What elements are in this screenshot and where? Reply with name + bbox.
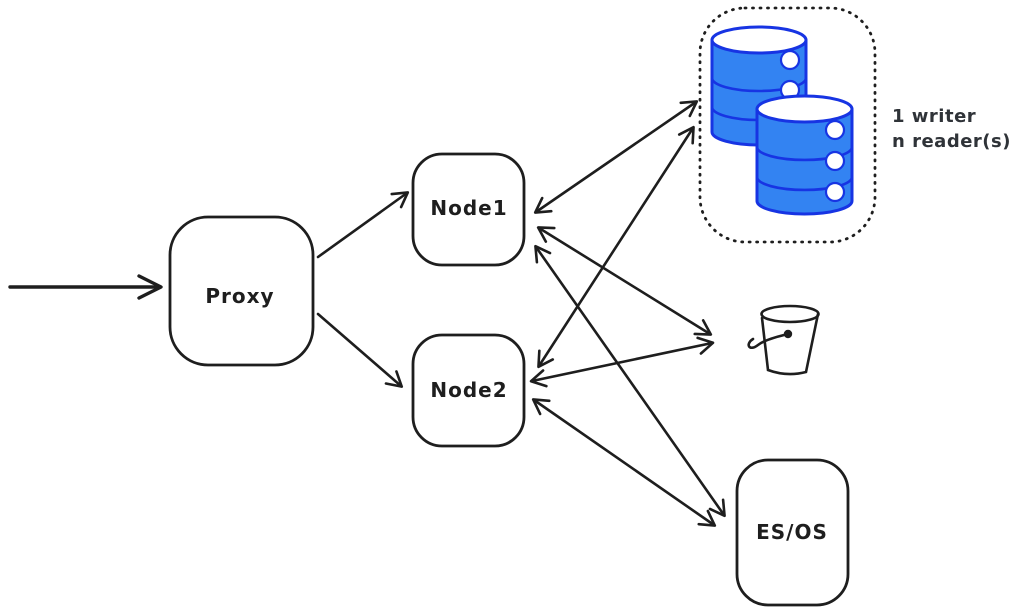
arrow-node1-esos <box>534 244 726 518</box>
node1-box <box>411 152 526 267</box>
db-annotation-line1: 1 writer <box>892 106 976 127</box>
arrow-proxy-to-node1 <box>316 191 410 259</box>
bucket-icon <box>734 286 844 396</box>
node2-label: Node2 <box>430 378 507 402</box>
node2-box <box>411 333 526 448</box>
node1: Node1 <box>411 152 526 267</box>
arrow-proxy-to-node2 <box>316 312 404 388</box>
db-cluster <box>698 6 877 244</box>
db-annotation: 1 writer n reader(s) <box>892 106 1011 152</box>
database-icon <box>755 94 854 216</box>
diagram-edges <box>8 100 726 527</box>
arrow-node2-esos <box>531 398 717 527</box>
bucket-handle-dot <box>783 329 793 339</box>
proxy-node: Proxy <box>168 215 315 367</box>
node1-label: Node1 <box>430 196 507 220</box>
node2: Node2 <box>411 333 526 448</box>
arrow-node1-bucket <box>536 226 713 336</box>
db-cluster-border <box>698 6 877 244</box>
arrow-node2-db <box>537 125 695 369</box>
arrow-node2-bucket <box>529 336 715 388</box>
esos-label: ES/OS <box>756 520 828 544</box>
arrow-node1-db <box>533 100 699 214</box>
esos-node: ES/OS <box>735 458 850 607</box>
proxy-label: Proxy <box>205 284 274 308</box>
db-annotation-line2: n reader(s) <box>892 131 1011 152</box>
proxy-box <box>168 215 315 367</box>
esos-box <box>735 458 850 607</box>
